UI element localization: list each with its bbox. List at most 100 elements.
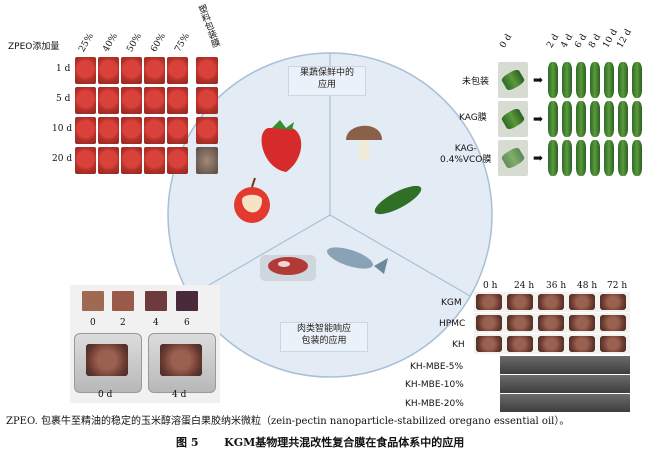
cucumber-photo [548,101,558,137]
film-sample [507,336,533,352]
film-sample [538,336,564,352]
cucumber-photo [632,140,642,176]
arrow-icon: ➡ [533,73,544,87]
strawberry-photo [196,117,218,144]
apple-icon [234,177,270,223]
color-swatch-0 [82,291,104,311]
cucumber-photo [618,62,628,98]
center-top-label: 果蔬保鲜中的 应用 [288,66,366,96]
divider-left [189,214,331,297]
swatch-label-3: 6 [184,318,190,328]
film-sample [476,294,502,310]
strawberry-photo [144,87,165,114]
strawberry-photo [121,117,142,144]
strawberry-photo [121,57,142,84]
film-col-1: 24 h [514,281,535,291]
film-row-1: HPMC [439,319,466,329]
film-sample [600,315,626,331]
film-row-4: KH-MBE-10% [405,380,464,390]
meat-sample [160,344,202,376]
cucumber-col-4: 8 d [587,32,604,50]
divider-right [329,214,471,297]
cucumber-photo [562,140,572,176]
tray-label-0: 0 d [98,390,113,400]
cucumber-photo [618,101,628,137]
strawberry-col-0: 25% [77,31,97,54]
cucumber-photo [576,101,586,137]
color-swatch-1 [112,291,134,311]
film-row-photo-4 [500,375,630,393]
strawberry-grid [75,57,188,175]
strawberry-row-2: 10 d [52,124,73,134]
figure-caption: 图 5 KGM基物理共混改性复合膜在食品体系中的应用 [176,434,464,450]
strawberry-photo [98,147,119,174]
cucumber-photo [590,101,600,137]
strawberry-photo [98,117,119,144]
strawberry-photo [196,87,218,114]
arrow-icon: ➡ [533,151,544,165]
strawberry-photo [98,57,119,84]
strawberry-photo [144,147,165,174]
figure-note: ZPEO. 包裹牛至精油的稳定的玉米醇溶蛋白果胶纳米微粒（zein-pectin… [6,416,570,427]
strawberry-plastic-column [196,57,218,175]
cucumber-photo [576,62,586,98]
strawberry-photo [75,57,96,84]
strawberry-photo [75,117,96,144]
swatch-label-1: 2 [120,318,126,328]
strawberry-col-2: 50% [125,31,145,54]
arrow-icon: ➡ [533,112,544,126]
strawberry-photo [196,57,218,84]
strawberry-photo [75,87,96,114]
strawberry-row-0: 1 d [56,64,71,74]
strawberry-photo [121,87,142,114]
cucumber-col-2: 4 d [559,32,576,50]
cucumber-row-0: 未包装 [462,77,490,87]
film-col-0: 0 h [483,281,498,291]
swatch-label-2: 4 [153,318,159,328]
film-col-2: 36 h [546,281,567,291]
film-col-3: 48 h [577,281,598,291]
cucumber-photo [562,101,572,137]
film-row-photo-5 [500,394,630,412]
fish-icon [327,247,388,274]
meat-icon [260,255,316,281]
film-row-5: KH-MBE-20% [405,399,464,409]
color-swatch-3 [176,291,198,311]
cucumber-photo [576,140,586,176]
strawberry-icon [261,120,302,172]
film-row-2: KH [452,340,465,350]
cucumber-col-1: 2 d [545,32,562,50]
center-bottom-label: 肉类智能响应 包装的应用 [280,322,368,352]
strawberry-extra-col: 塑料包装膜 [195,3,221,50]
film-samples [476,294,628,352]
cucumber-photo [632,101,642,137]
film-sample [600,294,626,310]
cucumber-col-3: 6 d [573,32,590,50]
cucumber-icon [374,185,422,215]
strawberry-photo [167,117,188,144]
meat-tray-1 [148,333,216,393]
strawberry-photo [144,117,165,144]
film-row-0: KGM [441,298,462,308]
film-sample [476,336,502,352]
mushroom-icon [346,125,382,160]
cucumber-photo [548,62,558,98]
strawberry-photo [167,57,188,84]
strawberry-photo [98,87,119,114]
cucumber-photo [590,140,600,176]
cucumber-photo [562,62,572,98]
color-swatch-2 [145,291,167,311]
strawberry-row-1: 5 d [56,94,71,104]
cucumber-photo [548,140,558,176]
film-sample [476,315,502,331]
film-col-4: 72 h [607,281,628,291]
cucumber-time-series [548,62,648,176]
figure-title: KGM基物理共混改性复合膜在食品体系中的应用 [224,436,465,449]
film-sample [507,315,533,331]
figure-number: 图 5 [176,436,199,449]
strawberry-row-header: ZPEO添加量 [8,42,60,52]
strawberry-col-1: 40% [101,31,121,54]
film-sample [569,336,595,352]
cucumber-photo [632,62,642,98]
film-sample [569,315,595,331]
